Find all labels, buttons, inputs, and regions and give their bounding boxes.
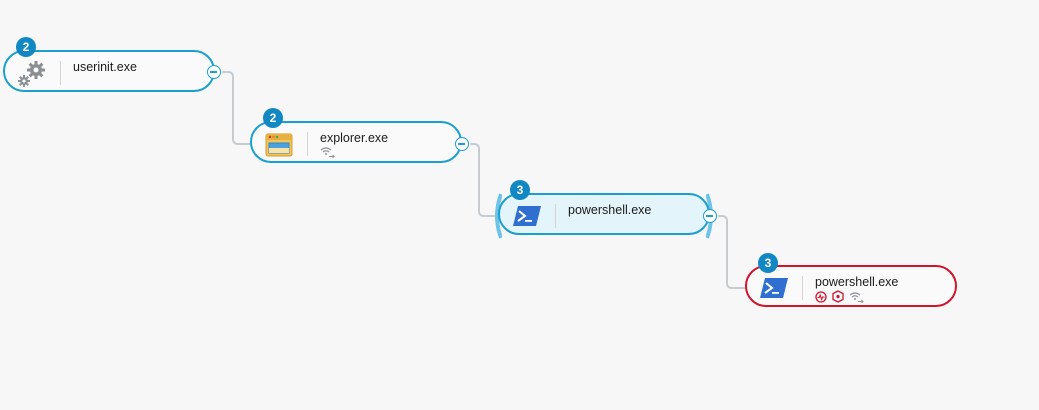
- network-icon: [849, 291, 864, 303]
- node-separator: [802, 276, 803, 300]
- network-icon: [320, 146, 335, 158]
- process-node-userinit[interactable]: userinit.exe: [3, 50, 215, 92]
- file-explorer-icon: [264, 131, 293, 157]
- node-separator: [60, 61, 61, 85]
- selection-arc-left: [495, 193, 502, 239]
- powershell-icon: [512, 203, 541, 229]
- threat-alert-icon: [832, 290, 844, 303]
- process-name: powershell.exe: [815, 275, 899, 289]
- node-separator: [555, 204, 556, 228]
- process-node-powershell-alert[interactable]: powershell.exe: [745, 265, 957, 307]
- process-name: powershell.exe: [568, 203, 652, 217]
- gears-icon: [17, 60, 45, 87]
- process-node-explorer[interactable]: explorer.exe: [250, 121, 462, 163]
- indicator-row: [320, 146, 335, 158]
- collapse-button[interactable]: [207, 65, 221, 79]
- process-name: userinit.exe: [73, 60, 137, 74]
- process-name: explorer.exe: [320, 131, 389, 145]
- child-count-badge: 3: [510, 180, 530, 200]
- indicator-row: [815, 290, 864, 303]
- node-separator: [307, 132, 308, 156]
- activity-alert-icon: [815, 290, 827, 303]
- child-count-badge: 2: [16, 37, 36, 57]
- process-node-powershell-selected[interactable]: powershell.exe: [498, 193, 710, 235]
- child-count-badge: 2: [263, 108, 283, 128]
- collapse-button[interactable]: [455, 137, 469, 151]
- powershell-icon: [759, 275, 788, 301]
- child-count-badge: 3: [758, 253, 778, 273]
- collapse-button[interactable]: [703, 209, 717, 223]
